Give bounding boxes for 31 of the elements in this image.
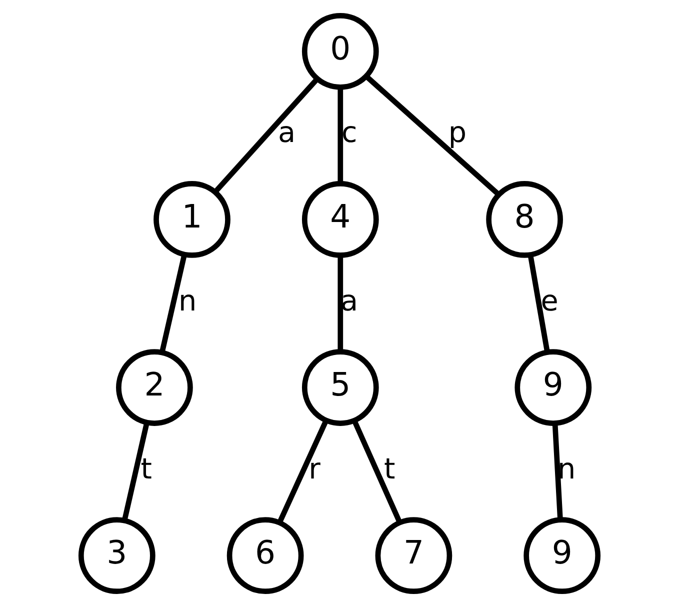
connector [352,420,402,524]
node-circle: 2 [116,349,192,426]
node-circle: 8 [486,181,562,258]
node-circle: 9 [523,517,600,594]
node-circle: 6 [226,517,304,594]
connector [552,423,562,520]
connector [158,254,187,354]
connector [276,420,328,524]
node-circle: 9 [514,349,592,426]
node-circle: 0 [301,12,378,90]
edge-label: a [340,283,358,318]
edge-label: p [448,115,466,150]
edge-label: e [540,283,558,318]
edge-label: t [383,451,395,486]
edge-label: n [178,283,196,318]
edge-label: c [340,115,357,150]
edge-label: n [557,451,576,486]
node-circle: 4 [301,181,378,258]
connector [337,255,343,352]
connector [121,422,149,522]
node-circle: 1 [153,181,230,258]
edge-label: a [277,115,296,150]
connector [213,77,319,194]
connector [527,254,550,352]
connector [364,74,500,196]
connector [337,87,343,184]
node-circle: 5 [301,349,378,426]
edge-label: t [140,451,152,486]
edge-label: r [308,451,320,486]
node-circle: 7 [374,517,452,594]
node-circle: 3 [78,517,155,594]
